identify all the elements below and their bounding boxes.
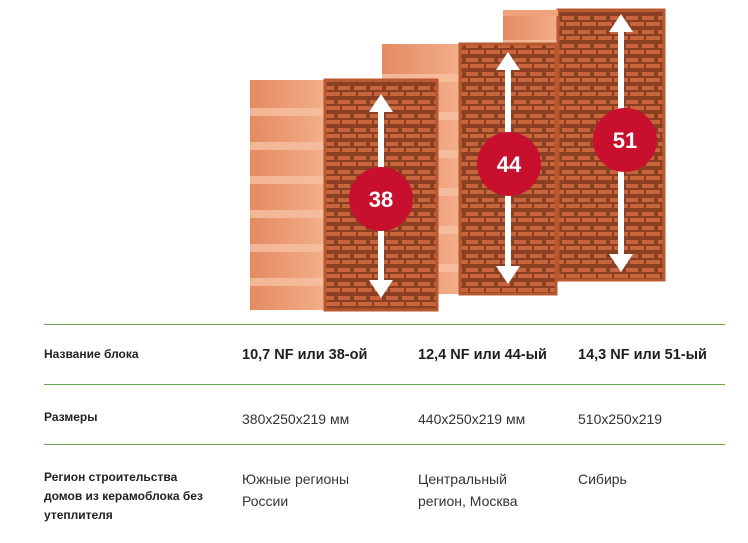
table-divider-2	[44, 444, 725, 445]
row-label-region: Регион строительства домов из керамоблок…	[44, 470, 203, 522]
badge-38: 38	[349, 167, 413, 231]
row-label-name: Название блока	[44, 347, 139, 361]
cell-size-44: 440x250x219 мм	[418, 411, 526, 427]
badge-44-label: 44	[497, 152, 522, 177]
table-divider-top	[44, 324, 725, 325]
cell-region-51: Сибирь	[578, 471, 627, 487]
badge-38-label: 38	[369, 187, 393, 212]
cell-region-44: Центральный регион, Москва	[418, 471, 518, 509]
badge-51-label: 51	[613, 128, 637, 153]
badge-51: 51	[593, 108, 657, 172]
cell-size-51: 510x250x219	[578, 411, 663, 427]
badge-44: 44	[477, 132, 541, 196]
cell-region-38: Южные регионы России	[242, 471, 350, 509]
cell-size-38: 380x250x219 мм	[242, 411, 350, 427]
table-divider-1	[44, 384, 725, 385]
ceramic-blocks-illustration: 38 44 51	[250, 8, 666, 312]
row-label-size: Размеры	[44, 410, 98, 424]
cell-name-38: 10,7 NF или 38-ой	[242, 347, 368, 363]
cell-name-44: 12,4 NF или 44-ый	[418, 347, 547, 363]
cell-name-51: 14,3 NF или 51-ый	[578, 347, 707, 363]
